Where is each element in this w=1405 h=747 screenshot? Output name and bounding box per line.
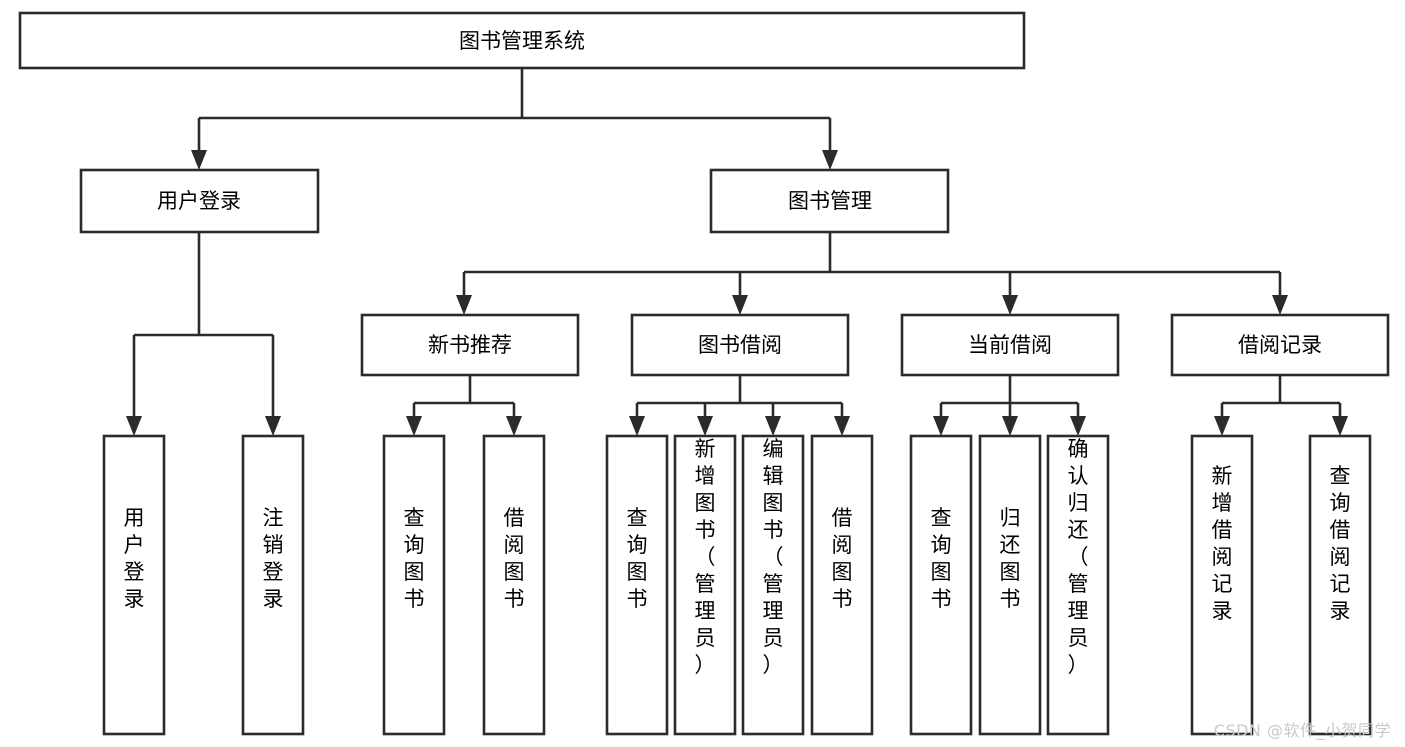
leaf-user-login-2[interactable]: 注销登录 <box>241 434 305 736</box>
leaf-user-login-1-label: 用户登录 <box>124 506 145 611</box>
arrowhead-bookborrow-leaf2 <box>697 416 713 436</box>
node-current-borrow-label: 当前借阅 <box>968 333 1052 357</box>
node-user-login-label: 用户登录 <box>157 189 241 213</box>
leaf-borrow-record-1[interactable]: 新增借阅记录 <box>1190 434 1254 736</box>
arrowhead-book-mgmt <box>822 150 838 170</box>
leaf-new-book-1-box[interactable] <box>382 434 446 736</box>
node-new-book-recommend-box[interactable] <box>360 313 580 377</box>
leaf-user-login-2-box[interactable] <box>241 434 305 736</box>
leaf-book-borrow-3-label: 编辑图书（管理员） <box>763 437 784 677</box>
leaf-user-login-2-label: 注销登录 <box>263 506 284 611</box>
arrowhead-currentborrow-leaf3 <box>1070 416 1086 436</box>
leaf-book-borrow-1-label: 查询图书 <box>627 506 648 611</box>
node-user-login-box[interactable] <box>79 168 320 234</box>
node-borrow-record-label: 借阅记录 <box>1238 333 1322 357</box>
leaf-user-login-1-box[interactable] <box>102 434 166 736</box>
arrowhead-userlogin-leaf2 <box>265 416 281 436</box>
leaf-current-borrow-2-box[interactable] <box>978 434 1042 736</box>
leaf-new-book-2-box[interactable] <box>482 434 546 736</box>
arrowhead-borrowrecord <box>1272 295 1288 315</box>
leaf-book-borrow-1[interactable]: 查询图书 <box>605 434 669 736</box>
node-root-box[interactable] <box>18 11 1026 70</box>
node-new-book-recommend-label: 新书推荐 <box>428 333 512 357</box>
arrowhead-bookborrow-leaf1 <box>629 416 645 436</box>
leaf-current-borrow-3[interactable]: 确认归还（管理员） <box>1046 434 1110 736</box>
leaf-book-borrow-4[interactable]: 借阅图书 <box>810 434 874 736</box>
node-user-login[interactable]: 用户登录 <box>79 168 320 234</box>
arrowhead-borrowrecord-leaf1 <box>1214 416 1230 436</box>
csdn-watermark: CSDN @软件_小贺同学 <box>1213 721 1391 740</box>
leaf-new-book-2[interactable]: 借阅图书 <box>482 434 546 736</box>
arrowhead-currentborrow-leaf2 <box>1002 416 1018 436</box>
leaf-current-borrow-2-label: 归还图书 <box>1000 506 1021 611</box>
arrowhead-userlogin-leaf1 <box>126 416 142 436</box>
arrowhead-currentborrow <box>1002 295 1018 315</box>
arrowhead-bookborrow-leaf4 <box>834 416 850 436</box>
leaf-borrow-record-2[interactable]: 查询借阅记录 <box>1308 434 1372 736</box>
node-book-management-box[interactable] <box>709 168 950 234</box>
leaf-new-book-1-label: 查询图书 <box>404 506 425 611</box>
leaf-user-login-1[interactable]: 用户登录 <box>102 434 166 736</box>
node-book-borrow-box[interactable] <box>630 313 850 377</box>
arrowhead-borrowrecord-leaf2 <box>1332 416 1348 436</box>
arrowhead-user-login <box>191 150 207 170</box>
arrowhead-newbook-leaf1 <box>406 416 422 436</box>
arrowhead-currentborrow-leaf1 <box>933 416 949 436</box>
leaf-current-borrow-1-label: 查询图书 <box>931 506 952 611</box>
arrowhead-newbook <box>456 295 472 315</box>
leaf-book-borrow-1-box[interactable] <box>605 434 669 736</box>
leaf-book-borrow-4-box[interactable] <box>810 434 874 736</box>
node-book-management-label: 图书管理 <box>788 189 872 213</box>
arrowhead-bookborrow <box>732 295 748 315</box>
leaf-book-borrow-3[interactable]: 编辑图书（管理员） <box>741 434 805 736</box>
node-book-management[interactable]: 图书管理 <box>709 168 950 234</box>
leaf-current-borrow-1[interactable]: 查询图书 <box>909 434 973 736</box>
node-book-borrow[interactable]: 图书借阅 <box>630 313 850 377</box>
leaf-book-borrow-2-label: 新增图书（管理员） <box>695 437 716 677</box>
leaf-book-borrow-2-box[interactable] <box>673 434 737 736</box>
leaf-book-borrow-3-box[interactable] <box>741 434 805 736</box>
leaf-current-borrow-1-box[interactable] <box>909 434 973 736</box>
node-current-borrow[interactable]: 当前借阅 <box>900 313 1120 377</box>
leaf-book-borrow-2[interactable]: 新增图书（管理员） <box>673 434 737 736</box>
leaf-current-borrow-3-box[interactable] <box>1046 434 1110 736</box>
leaf-new-book-2-label: 借阅图书 <box>504 506 525 611</box>
leaf-current-borrow-2[interactable]: 归还图书 <box>978 434 1042 736</box>
leaf-borrow-record-2-label: 查询借阅记录 <box>1330 464 1351 623</box>
connector-layer <box>126 68 1348 436</box>
node-current-borrow-box[interactable] <box>900 313 1120 377</box>
arrowhead-bookborrow-leaf3 <box>765 416 781 436</box>
node-root[interactable]: 图书管理系统 <box>18 11 1026 70</box>
node-book-borrow-label: 图书借阅 <box>698 333 782 357</box>
node-borrow-record[interactable]: 借阅记录 <box>1170 313 1390 377</box>
node-borrow-record-box[interactable] <box>1170 313 1390 377</box>
leaf-new-book-1[interactable]: 查询图书 <box>382 434 446 736</box>
node-root-label: 图书管理系统 <box>459 29 585 53</box>
leaf-borrow-record-1-label: 新增借阅记录 <box>1212 464 1233 623</box>
leaf-book-borrow-4-label: 借阅图书 <box>832 506 853 611</box>
leaf-borrow-record-2-box[interactable] <box>1308 434 1372 736</box>
leaf-current-borrow-3-label: 确认归还（管理员） <box>1068 437 1089 677</box>
arrowhead-newbook-leaf2 <box>506 416 522 436</box>
leaf-borrow-record-1-box[interactable] <box>1190 434 1254 736</box>
node-new-book-recommend[interactable]: 新书推荐 <box>360 313 580 377</box>
